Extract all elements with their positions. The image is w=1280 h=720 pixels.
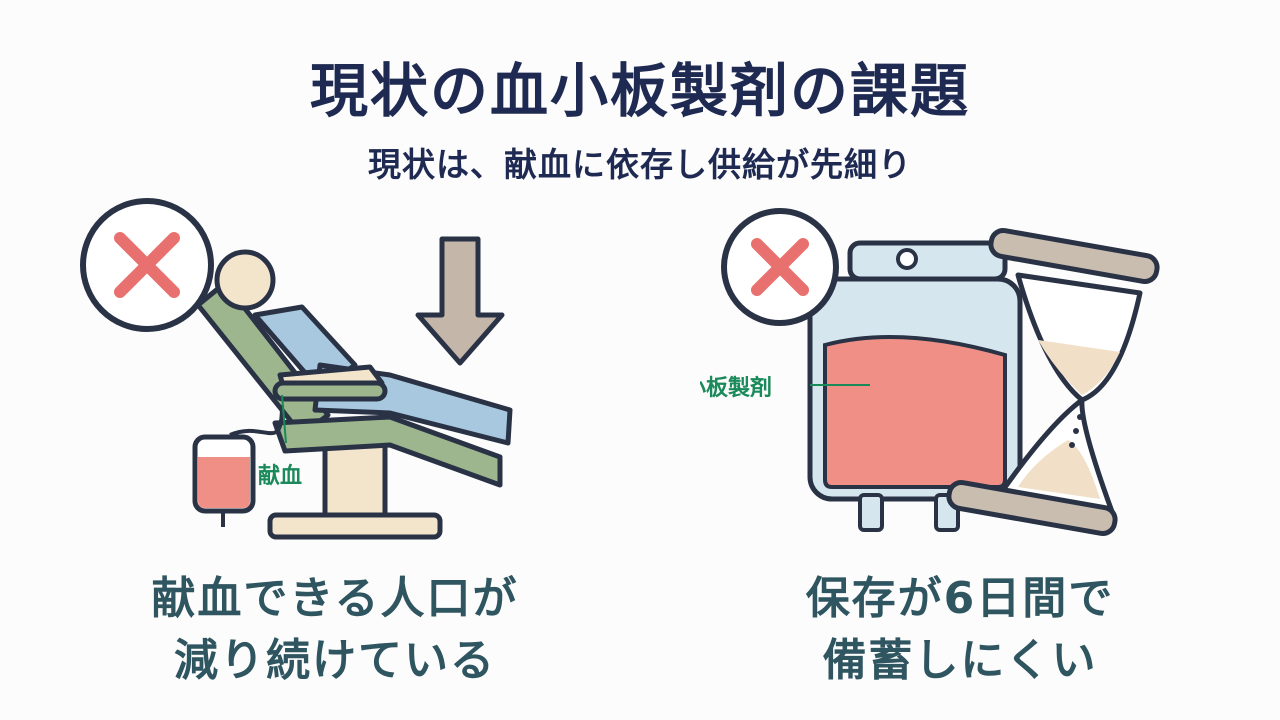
- page-subtitle: 現状は、献血に依存し供給が先細り: [368, 145, 912, 184]
- right-caption-line2: 備蓄しにくい: [822, 635, 1098, 686]
- right-caption: 保存が6日間で 備蓄しにくい: [680, 568, 1240, 692]
- blood-donation-illustration: 献血: [80, 198, 513, 540]
- page-title: 現状の血小板製剤の課題: [309, 57, 970, 125]
- x-mark-icon: [721, 208, 839, 326]
- hourglass-icon: [946, 228, 1160, 536]
- donation-chair-icon: [195, 249, 513, 540]
- blood-bag-icon: [807, 240, 1023, 532]
- donation-label: 献血: [258, 463, 302, 489]
- left-caption: 献血できる人口が 減り続けている: [55, 568, 615, 692]
- platelet-label: 血小板製剤: [700, 375, 772, 401]
- left-caption-line2: 減り続けている: [174, 635, 496, 686]
- blood-bag-icon: [192, 434, 256, 527]
- x-mark-icon: [80, 198, 214, 332]
- right-caption-line1: 保存が6日間で: [805, 573, 1115, 624]
- platelet-storage-illustration: 血小板製剤: [700, 208, 1160, 536]
- down-arrow-icon: [415, 236, 505, 366]
- left-caption-line1: 献血できる人口が: [151, 573, 519, 624]
